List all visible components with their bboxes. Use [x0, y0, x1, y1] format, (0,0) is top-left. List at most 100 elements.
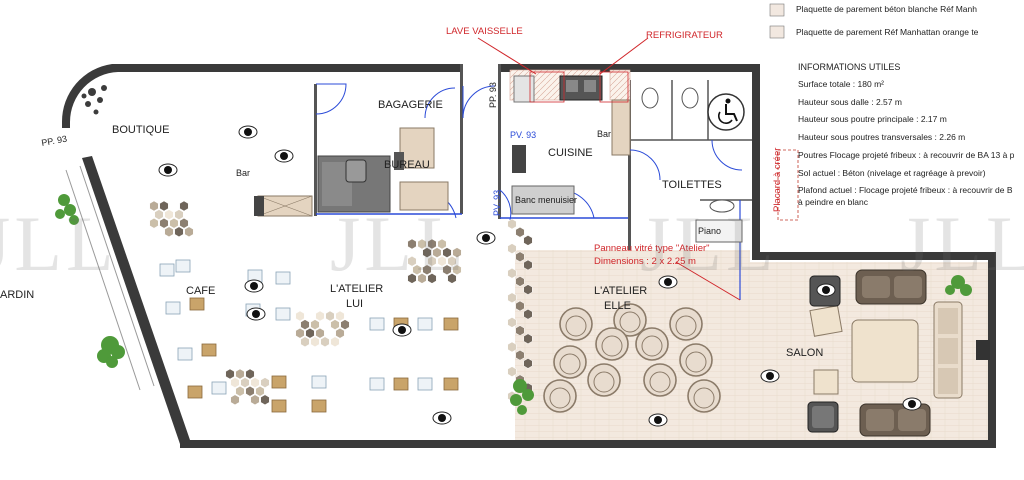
label-bar-left: Bar	[236, 168, 250, 178]
info-line-2: Hauteur sous poutre principale : 2.17 m	[798, 114, 947, 124]
hexagon-tile	[422, 247, 432, 258]
annotation-lave-vaisselle: LAVE VAISSELLE	[446, 26, 523, 37]
hexagon-tile	[235, 385, 245, 397]
hexagon-tile	[240, 377, 250, 388]
armchair	[687, 379, 721, 413]
hexagon-tile	[235, 368, 245, 380]
chair	[165, 301, 181, 315]
hexagon-tile	[427, 238, 437, 250]
hexagon-tile	[507, 292, 517, 304]
hexagon-tile	[515, 349, 525, 361]
person-head	[438, 414, 446, 422]
hexagon-tile	[149, 217, 159, 229]
hexagon-tile	[174, 226, 184, 238]
hexagon-tile	[507, 218, 517, 230]
hexagon-tile	[184, 226, 194, 238]
watermark-text-2: JLL	[330, 200, 468, 287]
watermark-text-1: JLL	[0, 200, 118, 287]
hexagon-tile	[250, 394, 260, 406]
hexagon-tile	[515, 251, 525, 263]
hexagon-tile	[523, 259, 533, 271]
hexagon-tile	[320, 336, 330, 348]
chair	[417, 317, 433, 331]
room-label-boutique: BOUTIQUE	[112, 124, 169, 136]
hexagon-tile	[225, 368, 235, 380]
hexagon-tile	[260, 394, 270, 406]
legend-item-manhattan: Plaquette de parement Réf Manhattan oran…	[796, 27, 979, 37]
hexagon-tile	[230, 377, 240, 388]
hexagon-tile	[179, 217, 189, 229]
annotation-panneau-2: Dimensions : 2 x 2.25 m	[594, 256, 696, 267]
hexagon-tile	[245, 368, 255, 380]
hexagon-tile	[432, 247, 442, 258]
armchair-seat	[685, 351, 707, 373]
chair	[311, 399, 327, 413]
hexagon-tile	[422, 264, 432, 276]
hexagon-tile	[523, 333, 533, 345]
chair	[189, 297, 205, 311]
hexagon-tile	[407, 255, 417, 267]
armchair-seat	[593, 371, 615, 393]
armchair	[635, 327, 669, 361]
hexagon-tile	[330, 336, 340, 348]
legend: Plaquette de parement béton blanche Réf …	[769, 3, 979, 39]
hexagon-tile	[407, 273, 417, 284]
hexagon-tile	[179, 200, 189, 212]
hexagon-tile	[174, 209, 184, 220]
person-head	[164, 166, 172, 174]
room-label-bagagerie: BAGAGERIE	[378, 99, 443, 111]
label-bar-kitchen: Bar	[597, 129, 611, 139]
info-line-3: Hauteur sous poutres transversales : 2.2…	[798, 132, 965, 142]
armchair	[679, 343, 713, 377]
room-label-cuisine: CUISINE	[548, 147, 593, 159]
chair	[369, 317, 385, 331]
armchair-seat	[675, 315, 697, 337]
salon-furniture	[807, 269, 990, 437]
annotation-placard: Placard à créer	[772, 148, 783, 212]
room-label-salon: SALON	[786, 347, 823, 359]
people	[158, 125, 922, 427]
armchair	[595, 327, 629, 361]
hexagon-tile	[164, 226, 174, 238]
watermark-text-3: JLL	[640, 200, 778, 287]
hexagon-tile	[412, 264, 422, 276]
person-head	[280, 152, 288, 160]
hexagon-tile	[515, 226, 525, 238]
armchair	[543, 379, 577, 413]
hexagon-tile	[515, 300, 525, 312]
annotation-refrigerateur: REFRIGIRATEUR	[646, 30, 723, 41]
plants	[55, 85, 972, 415]
room-label-atelier-lui-2: LUI	[346, 298, 363, 310]
jardin-strip	[65, 165, 155, 391]
chair	[211, 381, 227, 395]
chair	[201, 343, 217, 357]
piano-shape	[695, 219, 743, 243]
bureau-furniture	[317, 127, 449, 213]
placard-outline	[777, 149, 799, 221]
hexagon-tile	[295, 327, 305, 339]
label-banc-menuisier: Banc menuisier	[515, 195, 577, 205]
person-head	[766, 372, 774, 380]
chair	[369, 377, 385, 391]
parement-hatch-top-2	[609, 69, 631, 101]
info-line-5: Sol actuel : Béton (nivelage et ragréage…	[798, 168, 986, 178]
chair	[443, 377, 459, 391]
hexagon-tile	[452, 247, 462, 258]
hexagon-tile	[340, 319, 350, 330]
room-label-atelier-elle-1: L'ATELIER	[594, 285, 647, 297]
hexagon-tile	[407, 238, 417, 250]
person-head	[664, 278, 672, 286]
annotation-panneau-1: Panneau vitré type "Atelier"	[594, 243, 710, 254]
hexagon-tile	[310, 336, 320, 348]
chair	[393, 377, 409, 391]
info-line-7: à peindre en blanc	[798, 197, 869, 207]
walls	[61, 64, 996, 448]
chair	[275, 307, 291, 321]
hexagon-tile	[507, 267, 517, 279]
hexagon-tile	[325, 310, 335, 322]
hexagon-tile	[230, 394, 240, 406]
armchair-seat	[649, 371, 671, 393]
chair	[271, 399, 287, 413]
armchair-seat	[559, 353, 581, 375]
kitchen-appliances	[512, 75, 631, 173]
